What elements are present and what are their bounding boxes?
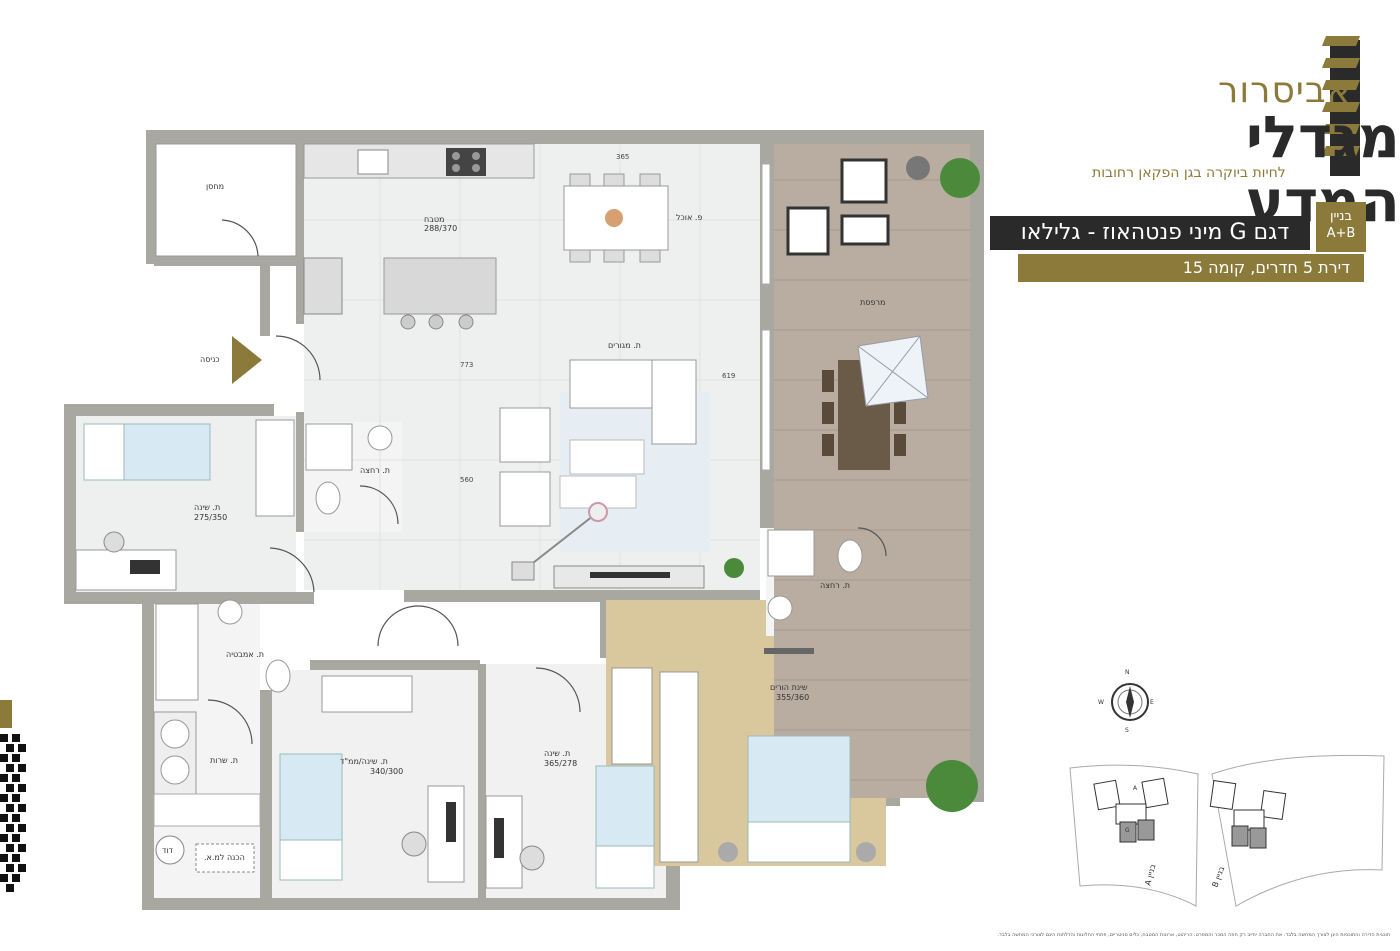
bar-stools-icon xyxy=(400,314,474,330)
dim-773: 773 xyxy=(460,361,474,369)
compass-n: N xyxy=(1125,669,1130,676)
wardrobe3 xyxy=(611,667,653,765)
shower1-label: ת. רחצה xyxy=(360,466,391,475)
key-plan xyxy=(1069,754,1385,907)
bedroom1-label: ת. שינה xyxy=(194,503,221,512)
sink-icon xyxy=(357,149,389,175)
master-label: שינת הורים xyxy=(770,683,808,692)
dining-label: פ. אוכל xyxy=(676,213,703,222)
stove-icon xyxy=(446,148,486,176)
bedroom2-label: ת. שינה xyxy=(544,749,571,758)
entrance-arrow-icon xyxy=(232,336,262,384)
storage-label: מחסן xyxy=(206,182,225,191)
model-title-bar xyxy=(990,216,1310,250)
storage-floor xyxy=(155,143,297,257)
dim-619: 619 xyxy=(722,372,736,380)
balcony-plant-icon xyxy=(926,158,980,812)
wardrobe4 xyxy=(659,671,699,863)
kitchen-size: 288/370 xyxy=(424,224,458,233)
dim-365: 365 xyxy=(616,153,630,161)
building-badge: בניין A+B xyxy=(1316,202,1366,252)
brand-subtitle: לחיות ביוקרה בגן הפקאן רחובות xyxy=(1092,165,1286,181)
boiler-label: דוד xyxy=(162,846,173,855)
compass-e: E xyxy=(1150,699,1154,706)
desk1-icon xyxy=(75,549,177,591)
sofa-icon xyxy=(569,359,697,445)
brand-main-title: מגדלי המדע xyxy=(1245,103,1400,235)
entrance-label: כניסה xyxy=(200,355,220,364)
services-label: ת. שרות xyxy=(210,756,238,765)
bathtub-icon xyxy=(155,603,199,701)
wardrobe1 xyxy=(255,419,295,517)
kitchen-counter xyxy=(303,143,535,179)
apartment-bar xyxy=(1018,254,1364,282)
ac-prep-label: הכנה למ.א. xyxy=(204,853,245,862)
keyplan-tag-a: A xyxy=(1133,785,1138,792)
mamad-size: 340/300 xyxy=(370,767,404,776)
mamad-label: ת. שינה/ממ"ד xyxy=(340,757,388,766)
checker-decoration-icon xyxy=(0,700,26,892)
boiler-icon xyxy=(155,835,185,865)
kitchen-label: מטבח xyxy=(424,215,445,224)
plant-icon xyxy=(724,558,744,578)
floor-plan xyxy=(64,130,984,910)
bath-label: ת. אמבטיה xyxy=(226,650,264,659)
master-size: 355/360 xyxy=(776,693,810,702)
kitchen-island xyxy=(383,257,497,315)
fridge-icon xyxy=(303,257,343,315)
compass-w: W xyxy=(1098,699,1104,706)
living-label: ת. מגורים xyxy=(608,341,641,350)
disclaimer: תוכנית הדירה והתוכניות הינן לצורך המחשה … xyxy=(997,932,1390,938)
brand-top-text: אביסרור xyxy=(1218,70,1352,111)
bedroom1-size: 275/350 xyxy=(194,513,228,522)
building-label: בניין xyxy=(1329,209,1353,224)
brand-logo-icon xyxy=(1322,36,1360,176)
wardrobe2 xyxy=(321,675,413,713)
model-title: דגם G מיני פנטהאוז - גלילאו xyxy=(1020,220,1290,245)
building-value: A+B xyxy=(1326,226,1356,241)
apartment-title: דירת 5 חדרים, קומה 15 xyxy=(1182,258,1350,277)
keyplan-tag-g: G xyxy=(1125,827,1130,834)
compass-s: S xyxy=(1125,727,1129,734)
compass-icon xyxy=(1111,683,1149,721)
shower2-label: ת. רחצה xyxy=(820,581,851,590)
bedroom2-size: 365/278 xyxy=(544,759,578,768)
lounge-chair-icon xyxy=(840,158,888,204)
dim-560: 560 xyxy=(460,476,474,484)
balcony-label: מרפסת xyxy=(860,298,886,307)
